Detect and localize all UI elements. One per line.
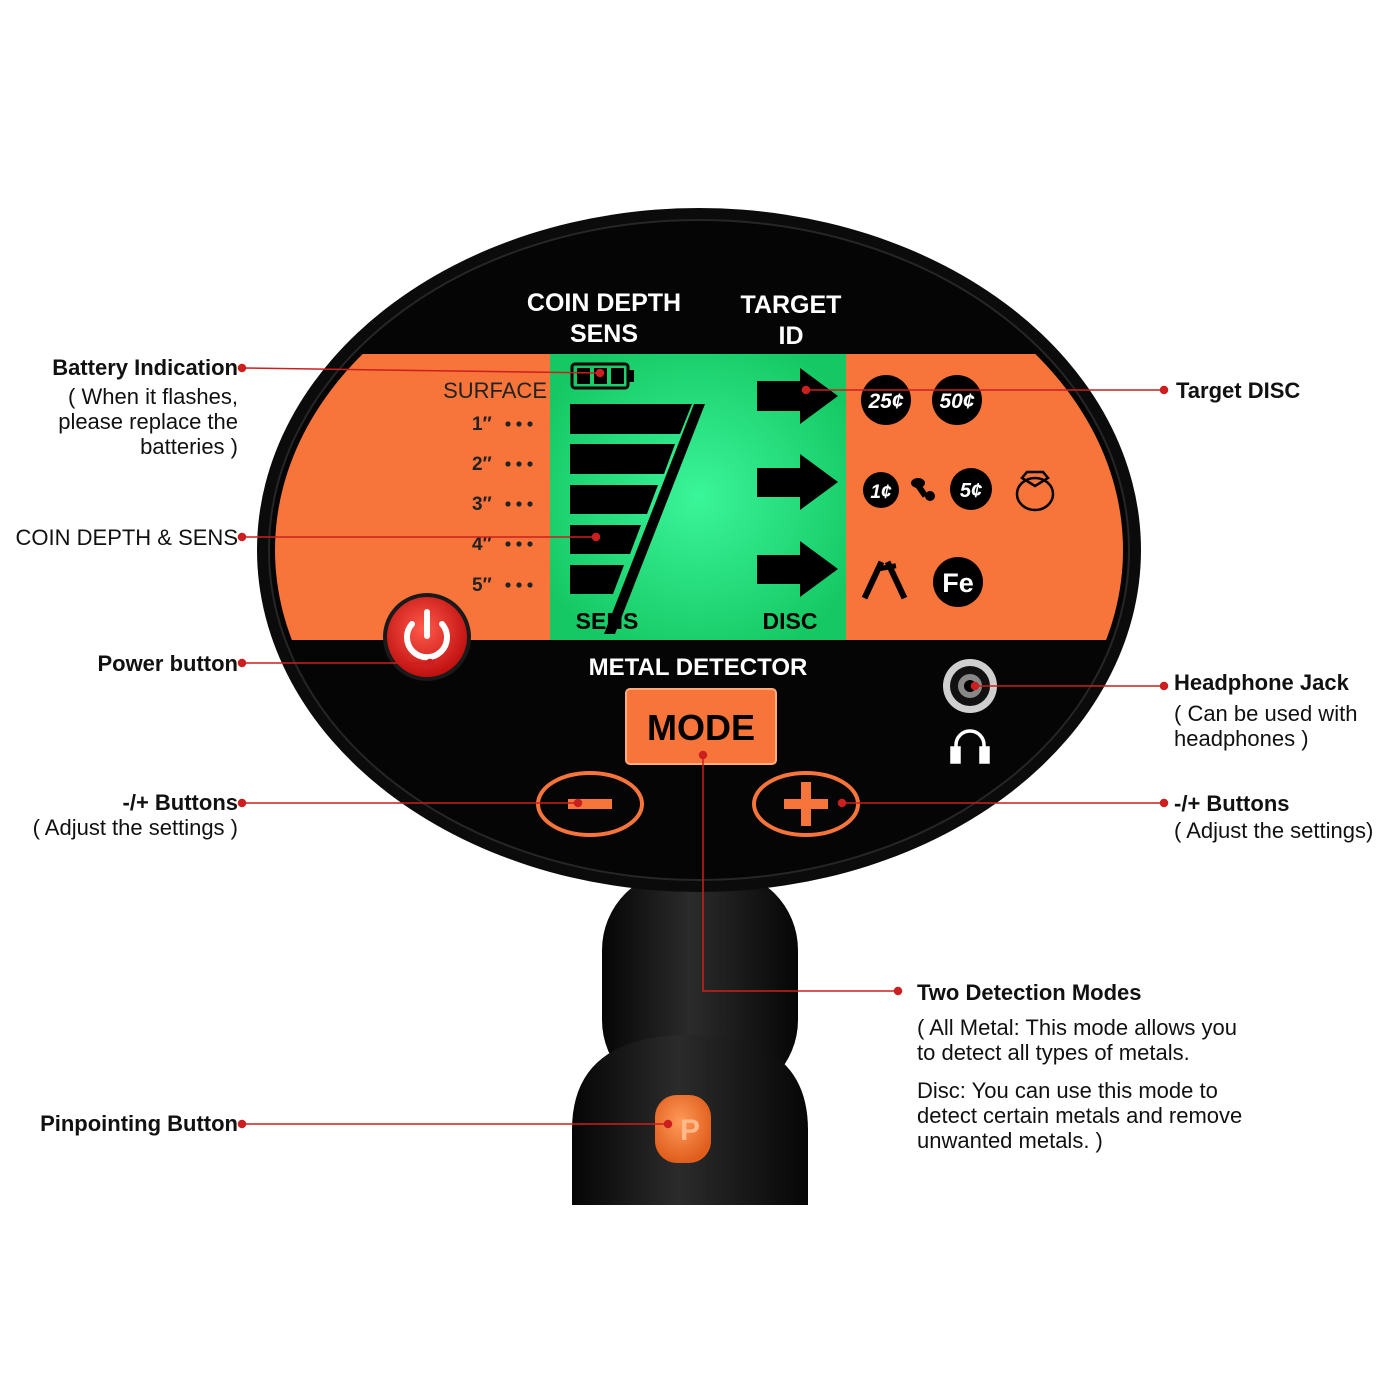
- modes-callout-note-4: detect certain metals and remove: [917, 1103, 1243, 1128]
- arrow-icon: [757, 541, 838, 597]
- battery-callout-note-1: ( When it flashes,: [68, 384, 238, 409]
- callout-lines: [237, 363, 1169, 1129]
- coin-depth-callout-title: COIN DEPTH & SENS: [15, 525, 238, 550]
- plus-callout-title: -/+ Buttons: [1174, 791, 1290, 816]
- depth-mark-5: 5″: [472, 575, 492, 596]
- pinpoint-button[interactable]: P: [655, 1095, 711, 1163]
- minus-callout: -/+ Buttons ( Adjust the settings ): [0, 790, 238, 840]
- modes-callout-note-5: unwanted metals. ): [917, 1128, 1103, 1153]
- plus-callout: -/+ Buttons ( Adjust the settings): [1174, 791, 1396, 843]
- disc-label: DISC: [763, 608, 818, 634]
- arrow-icon: [757, 368, 838, 424]
- coin-1: 1¢: [863, 472, 899, 508]
- depth-mark-4: 4″: [472, 534, 492, 555]
- header-right-2: ID: [779, 322, 804, 350]
- power-icon: [404, 609, 450, 661]
- power-button[interactable]: [383, 593, 471, 681]
- headphone-callout-title: Headphone Jack: [1174, 670, 1349, 695]
- svg-text:50¢: 50¢: [939, 390, 974, 413]
- minus-button[interactable]: [536, 771, 644, 837]
- battery-callout: Battery Indication ( When it flashes, pl…: [0, 355, 238, 459]
- pinpoint-callout-title: Pinpointing Button: [40, 1111, 238, 1136]
- depth-scale: 1″ 2″ 3″ 4″ 5″: [472, 414, 492, 596]
- target-arrows: [757, 368, 838, 597]
- modes-callout-note-3: Disc: You can use this mode to: [917, 1078, 1218, 1103]
- header-right-1: TARGET: [741, 291, 842, 319]
- power-callout: Power button: [0, 651, 238, 676]
- modes-callout-note-2: to detect all types of metals.: [917, 1040, 1190, 1065]
- headphone-icon: [950, 729, 990, 764]
- minus-callout-note: ( Adjust the settings ): [32, 815, 238, 840]
- arrow-icon: [757, 454, 838, 510]
- headphone-callout-note-2: headphones ): [1174, 726, 1309, 751]
- minus-callout-title: -/+ Buttons: [122, 790, 239, 815]
- power-callout-title: Power button: [97, 651, 238, 676]
- minus-icon: [568, 799, 612, 809]
- pinpoint-callout: Pinpointing Button: [0, 1111, 238, 1136]
- svg-text:MODE: MODE: [647, 707, 755, 748]
- pinpoint-icon: P: [680, 1114, 700, 1147]
- plus-icon: [784, 782, 828, 826]
- headphone-jack[interactable]: [943, 659, 997, 713]
- battery-callout-title: Battery Indication: [52, 355, 238, 380]
- svg-text:25¢: 25¢: [867, 390, 903, 413]
- plus-callout-note: ( Adjust the settings): [1174, 818, 1374, 843]
- hammer-icon: [911, 478, 935, 501]
- depth-mark-3: 3″: [472, 494, 492, 515]
- mode-button[interactable]: MODE: [625, 688, 777, 765]
- modes-callout-note-1: ( All Metal: This mode allows you: [917, 1015, 1237, 1040]
- depth-dots: [505, 421, 533, 588]
- surface-label: SURFACE: [443, 378, 547, 403]
- plus-button[interactable]: [752, 771, 860, 837]
- headphone-callout-note-1: ( Can be used with: [1174, 701, 1358, 726]
- header-left-2: SENS: [570, 320, 638, 348]
- coin-fe: Fe: [933, 557, 983, 607]
- target-disc-callout: Target DISC: [1176, 378, 1396, 403]
- svg-text:Fe: Fe: [942, 568, 974, 598]
- coin-25: 25¢: [861, 375, 911, 425]
- battery-callout-note-2: please replace the: [58, 409, 238, 434]
- sens-bars: [570, 404, 705, 634]
- nails-icon: [861, 560, 908, 600]
- depth-mark-2: 2″: [472, 454, 492, 475]
- coin-50: 50¢: [932, 375, 982, 425]
- sens-label: SENS: [576, 608, 639, 634]
- header-left-1: COIN DEPTH: [527, 289, 681, 317]
- modes-callout: Two Detection Modes ( All Metal: This mo…: [917, 980, 1297, 1153]
- coin-depth-callout: COIN DEPTH & SENS: [0, 525, 238, 550]
- depth-mark-1: 1″: [472, 414, 492, 435]
- modes-callout-title: Two Detection Modes: [917, 980, 1142, 1005]
- svg-text:1¢: 1¢: [870, 482, 892, 503]
- ring-icon: [1015, 470, 1055, 512]
- svg-text:5¢: 5¢: [960, 480, 982, 502]
- headphone-callout: Headphone Jack ( Can be used with headph…: [1174, 670, 1396, 751]
- coin-5: 5¢: [950, 468, 992, 510]
- battery-callout-note-3: batteries ): [140, 434, 238, 459]
- brand-label: METAL DETECTOR: [589, 654, 808, 681]
- target-disc-callout-title: Target DISC: [1176, 378, 1301, 403]
